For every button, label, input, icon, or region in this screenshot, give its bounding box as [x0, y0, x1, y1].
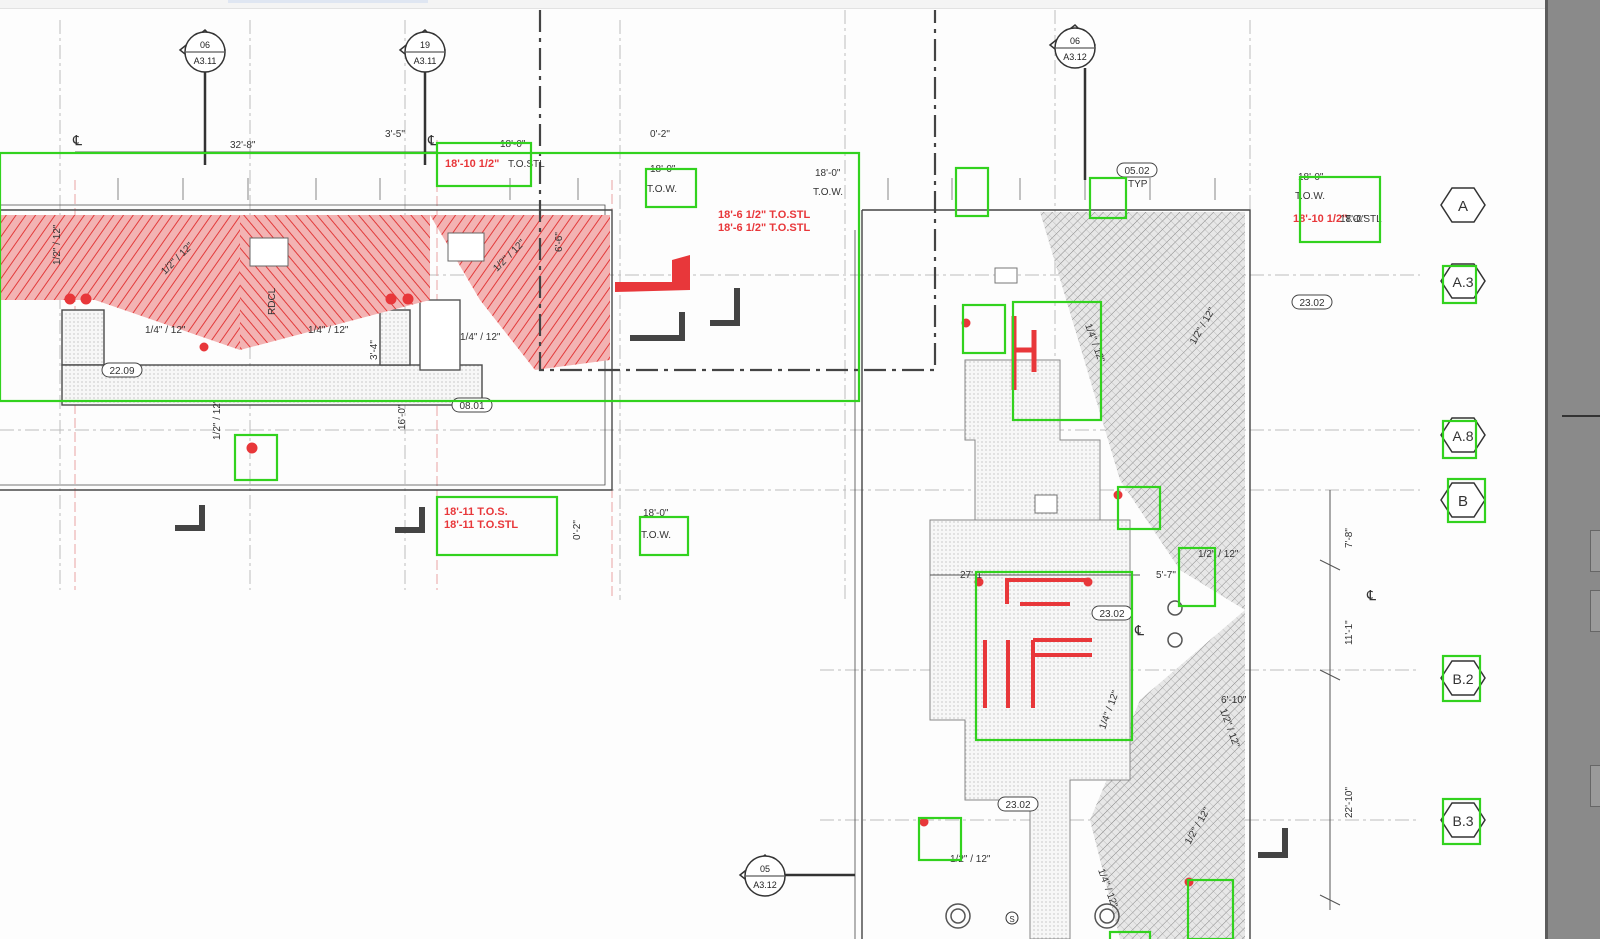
svg-text:1/2" / 12": 1/2" / 12": [212, 399, 223, 440]
svg-text:1/2" / 12": 1/2" / 12": [950, 854, 991, 865]
svg-text:T.O.W.: T.O.W.: [1295, 191, 1325, 202]
grid-bubble-b3[interactable]: B.3: [1440, 802, 1486, 838]
svg-text:08.01: 08.01: [459, 401, 484, 412]
svg-text:TYP: TYP: [1128, 179, 1148, 190]
svg-text:T.O.STL: T.O.STL: [508, 159, 545, 170]
section-sheet: A3.12: [1063, 52, 1087, 62]
svg-text:1/4" / 12": 1/4" / 12": [145, 325, 186, 336]
roof-drains: [945, 600, 1183, 929]
svg-text:23.02: 23.02: [1005, 800, 1030, 811]
section-marker-3[interactable]: 06 A3.12: [1048, 23, 1097, 180]
svg-text:23.02: 23.02: [1099, 609, 1124, 620]
svg-text:T.O.W.: T.O.W.: [647, 184, 677, 195]
green-markups[interactable]: [0, 141, 1487, 939]
svg-text:11'-1": 11'-1": [1344, 620, 1355, 645]
panel-handle-2[interactable]: [1590, 590, 1600, 632]
section-cut-marks: [175, 288, 1288, 858]
section-marker-4[interactable]: 05 A3.12: [738, 853, 855, 897]
svg-text:18'-0": 18'-0": [1340, 214, 1366, 225]
svg-text:℄: ℄: [1134, 622, 1144, 638]
panel-handle-3[interactable]: [1590, 765, 1600, 807]
grid-bubble-a[interactable]: A: [1440, 187, 1486, 223]
svg-text:27'-1": 27'-1": [960, 570, 986, 581]
grid-bubble-label: B.3: [1452, 813, 1473, 829]
svg-text:1/2" / 12": 1/2" / 12": [1198, 549, 1239, 560]
section-num: 19: [420, 40, 430, 50]
dimension-text: 32'-8" 3'-5" 0'-2" 0'-2" 6'-6" 16'-0" 3'…: [230, 129, 1355, 818]
panel-handle[interactable]: [1590, 530, 1600, 572]
grid-bubble-a3[interactable]: A.3: [1440, 263, 1486, 299]
grid-bubble-label: B: [1458, 493, 1468, 510]
svg-text:6'-10": 6'-10": [1221, 695, 1247, 706]
svg-text:23.02: 23.02: [1299, 298, 1324, 309]
svg-text:05.02: 05.02: [1124, 166, 1149, 177]
svg-text:0'-2": 0'-2": [572, 520, 583, 540]
side-panel[interactable]: [1545, 0, 1600, 939]
svg-text:32'-8": 32'-8": [230, 140, 256, 151]
section-marker-1[interactable]: 06 A3.11: [178, 28, 227, 165]
svg-text:1/2" / 12": 1/2" / 12": [52, 224, 63, 265]
canopy-boundary: [538, 10, 937, 372]
grid-bubble-label: A.8: [1452, 428, 1473, 444]
svg-text:T.O.STL: T.O.STL: [1345, 214, 1382, 225]
section-num: 06: [200, 40, 210, 50]
svg-text:3'-5": 3'-5": [385, 129, 405, 140]
svg-text:3'-4": 3'-4": [369, 340, 380, 360]
svg-text:T.O.W.: T.O.W.: [641, 530, 671, 541]
svg-text:18'-11 T.O.STL: 18'-11 T.O.STL: [444, 519, 518, 531]
right-roof-outline: [854, 209, 1251, 939]
viewer-top-strip: [0, 0, 1545, 9]
drawing-canvas[interactable]: 18'-10 1/2" 18'-6 1/2" T.O.STL 18'-6 1/2…: [0, 0, 1545, 939]
section-num: 05: [760, 864, 770, 874]
svg-text:T.O.W.: T.O.W.: [813, 187, 843, 198]
svg-text:18'-10 1/2": 18'-10 1/2": [445, 158, 499, 170]
misc-labels: RDCL ℄ ℄ ℄ ℄ S: [72, 132, 1376, 925]
svg-text:18'-0": 18'-0": [500, 139, 526, 150]
svg-text:6'-6": 6'-6": [554, 232, 565, 252]
red-annotation-text: 18'-10 1/2" 18'-6 1/2" T.O.STL 18'-6 1/2…: [444, 158, 1347, 531]
tick-marks: [117, 178, 1216, 200]
svg-text:22.09: 22.09: [109, 366, 134, 377]
red-roof-planes: [0, 215, 610, 370]
svg-text:18'-6 1/2" T.O.STL: 18'-6 1/2" T.O.STL: [718, 209, 810, 221]
section-sheet: A3.11: [414, 56, 437, 66]
svg-text:0'-2": 0'-2": [650, 129, 670, 140]
left-roof-outline: [0, 204, 613, 491]
tab-indicator: [228, 0, 428, 3]
svg-text:1/4" / 12": 1/4" / 12": [308, 325, 349, 336]
svg-text:S: S: [1009, 915, 1014, 924]
svg-text:16'-0": 16'-0": [397, 404, 408, 430]
svg-text:RDCL: RDCL: [267, 287, 278, 315]
svg-text:18'-0": 18'-0": [815, 168, 841, 179]
keynote-tags: 05.02 22.09 08.01 23.02 23.02 23.02: [101, 162, 1333, 812]
grid-bubble-a8[interactable]: A.8: [1440, 417, 1486, 453]
right-roof-planes: [929, 212, 1245, 939]
grid-bubble-label: B.2: [1452, 671, 1473, 687]
svg-text:18'-11 T.O.S.: 18'-11 T.O.S.: [444, 506, 508, 518]
grid-bubble-label: A.3: [1452, 274, 1473, 290]
svg-text:22'-10": 22'-10": [1344, 787, 1355, 818]
svg-text:℄: ℄: [72, 132, 82, 148]
grid-bubble-label: A: [1458, 198, 1468, 215]
svg-text:5'-7": 5'-7": [1156, 570, 1176, 581]
svg-text:7'-8": 7'-8": [1344, 528, 1355, 548]
grid-bubble-b2[interactable]: B.2: [1440, 660, 1486, 696]
svg-text:18'-0": 18'-0": [643, 508, 669, 519]
section-num: 06: [1070, 36, 1080, 46]
svg-text:18'-10 1/2": 18'-10 1/2": [1293, 213, 1347, 225]
svg-text:18'-6 1/2" T.O.STL: 18'-6 1/2" T.O.STL: [718, 222, 810, 234]
svg-text:1/4" / 12": 1/4" / 12": [460, 332, 501, 343]
section-sheet: A3.11: [194, 56, 217, 66]
svg-text:℄: ℄: [1366, 587, 1376, 603]
section-sheet: A3.12: [753, 880, 777, 890]
section-marker-2[interactable]: 19 A3.11: [398, 28, 447, 165]
panel-divider: [1562, 415, 1600, 417]
svg-text:℄: ℄: [427, 132, 437, 148]
